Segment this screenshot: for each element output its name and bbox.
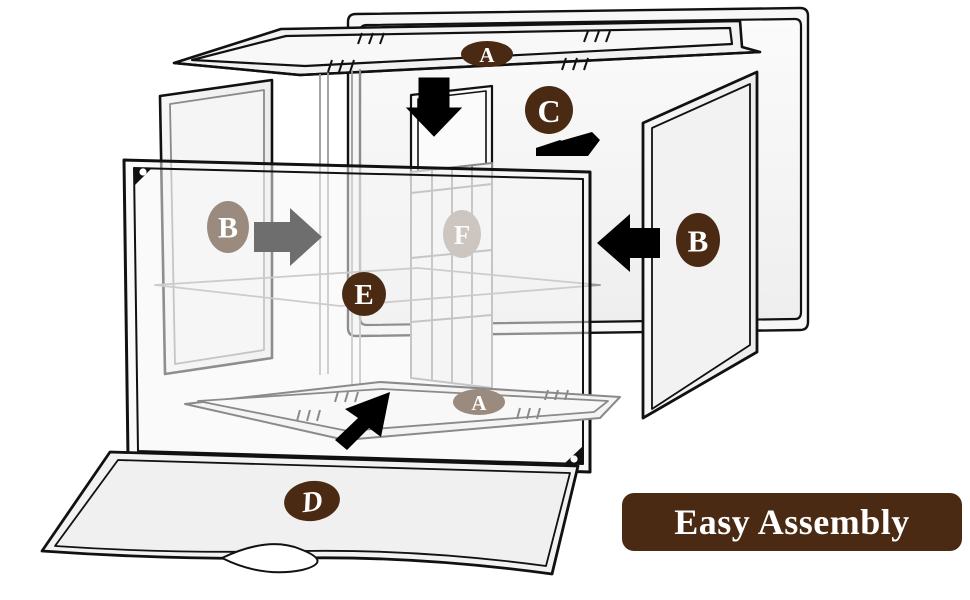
- hinge-corner-bottom-right: [565, 446, 583, 464]
- badge-a-top: A: [461, 41, 513, 67]
- part-bottom-panel-a: A: [184, 381, 621, 441]
- arrow-right-left-b: [254, 208, 322, 266]
- badge-c-label: C: [537, 93, 560, 129]
- badge-e: E: [342, 272, 386, 316]
- part-front-door-d: D: [40, 450, 580, 576]
- door-handle-notch: [219, 543, 319, 574]
- part-top-panel-a: A: [172, 19, 762, 77]
- easy-assembly-banner: Easy Assembly: [622, 493, 962, 551]
- badge-c: C: [525, 86, 573, 134]
- easy-assembly-banner-label: Easy Assembly: [674, 502, 910, 542]
- top-panel-slot-marks: [327, 30, 611, 73]
- arrow-back-c: [536, 132, 600, 156]
- badge-b-right-label: B: [688, 224, 709, 259]
- badge-b-right: B: [676, 213, 720, 267]
- part-right-side-panel-b: B: [641, 70, 759, 420]
- arrow-left-right-b: [597, 214, 660, 272]
- arrow-down-top: [405, 77, 463, 137]
- badge-a-bottom-label: A: [471, 391, 487, 415]
- badge-b-left: B: [207, 201, 249, 253]
- badge-e-label: E: [354, 279, 373, 311]
- badge-b-left-label: B: [218, 212, 238, 245]
- badge-d-label: D: [299, 485, 325, 519]
- badge-d: D: [284, 480, 340, 522]
- bottom-panel-slot-marks: [296, 389, 569, 422]
- badge-a-bottom: A: [453, 389, 505, 415]
- hinge-corner-top-left: [134, 168, 152, 186]
- arrow-up-bottom: [335, 392, 390, 450]
- badge-a-top-label: A: [479, 43, 495, 67]
